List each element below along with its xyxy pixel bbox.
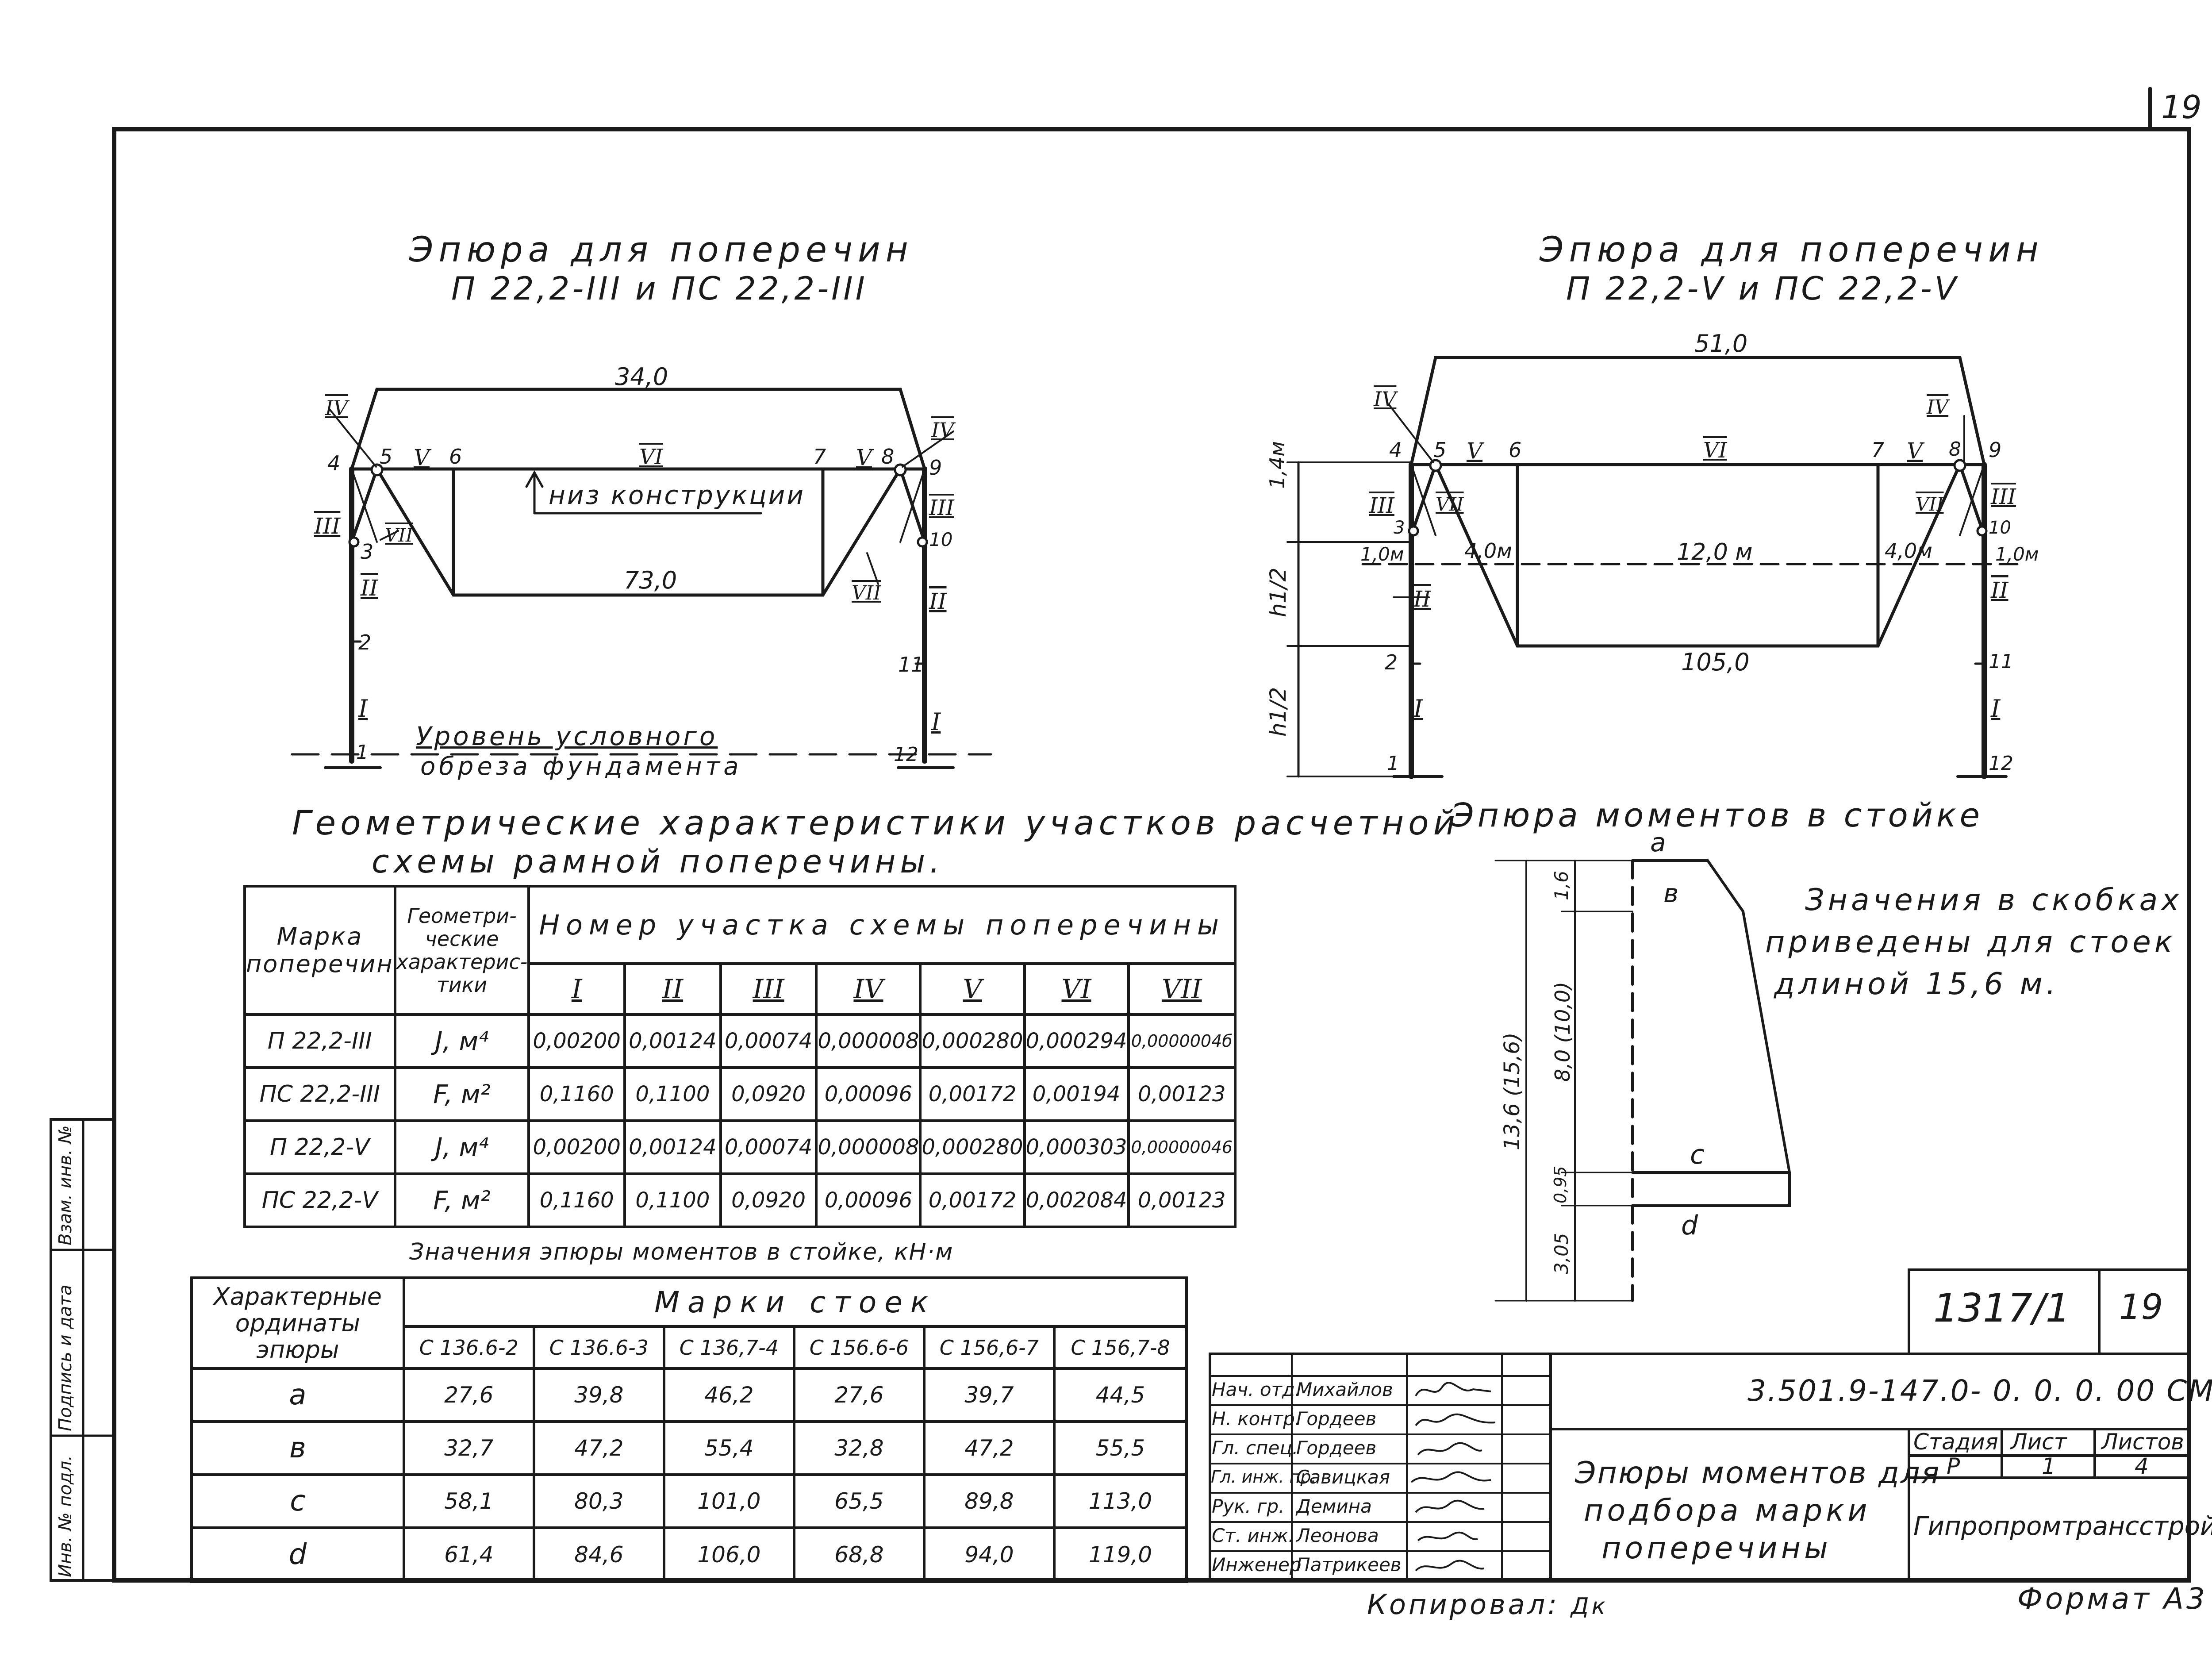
table-row: в 32,7 47,2 55,4 32,8 47,2 55,5 — [190, 1420, 1188, 1476]
table-row: d 61,4 84,6 106,0 68,8 94,0 119,0 — [190, 1526, 1188, 1583]
sheet-header: Лист — [2011, 1429, 2067, 1455]
signatures — [1410, 1382, 1496, 1572]
stand-moment-title: Эпюра моментов в стойке — [1451, 796, 1984, 834]
stand-dim-136: 13,6 (15,6) — [1500, 1032, 1525, 1150]
moment-header-marks: Марки стоек — [402, 1276, 1188, 1328]
left-top-value: 34,0 — [615, 363, 668, 391]
stage-header: Стадия — [1913, 1429, 1998, 1455]
stand-label-b: в — [1663, 878, 1679, 908]
right-right-offset: 1,0м — [1995, 543, 2039, 565]
stamp-row-lines — [1210, 1404, 1551, 1552]
title-block-lines — [1209, 1268, 2190, 1582]
stand-moment-diagram — [1494, 859, 1791, 1302]
ground-label-2: обреза фундамента — [420, 752, 742, 781]
document-code: 3.501.9-147.0- 0. 0. 0. 00 СМ7 — [1747, 1374, 2212, 1408]
left-bottom-label: низ конструкции — [549, 480, 806, 510]
right-diagram-title-1: Эпюра для поперечин — [1540, 230, 2044, 270]
right-left-span: 4,0м — [1464, 539, 1512, 563]
organization: Гипропромтрансстрой — [1913, 1511, 2212, 1541]
stage-value: Р — [1947, 1453, 1960, 1479]
format-label: Формат А3 — [2017, 1582, 2208, 1616]
person-row: Нач. отд. Михайлов — [1212, 1379, 1393, 1400]
right-dim-h2: h1/2 — [1265, 687, 1291, 737]
section-col-5: V — [919, 962, 1026, 1016]
geom-header-mark: Марка поперечин — [243, 885, 396, 1016]
moment-table-title: Значения эпюры моментов в стойке, кН·м — [409, 1239, 954, 1265]
person-row: Н. контр. Гордеев — [1212, 1408, 1377, 1430]
person-row: Гл. спец. Гордеев — [1212, 1437, 1377, 1459]
geometry-table: Марка поперечин Геометри-ческие характер… — [243, 885, 1237, 1228]
person-row: Рук. гр. Демина — [1212, 1495, 1372, 1517]
right-frame-diagram — [1286, 356, 2019, 779]
stand-dim-095: 0,95 — [1551, 1166, 1570, 1203]
left-diagram-title-1: Эпюра для поперечин — [409, 230, 914, 270]
geom-table-title-1: Геометрические характеристики участков р… — [292, 803, 1460, 842]
section-col-3: III — [719, 962, 818, 1016]
stand-label-a: a — [1650, 827, 1666, 857]
album-code: 1317/1 — [1933, 1285, 2070, 1331]
stand-dim-305: 3,05 — [1551, 1233, 1572, 1274]
ground-label-1: Уровень условного — [416, 721, 718, 751]
right-bottom-value: 105,0 — [1681, 648, 1750, 676]
table-row: c 58,1 80,3 101,0 65,5 89,8 113,0 — [190, 1473, 1188, 1529]
stand-note-3: длиной 15,6 м. — [1774, 967, 2059, 1002]
stamp-title-1: Эпюры моментов для — [1575, 1456, 1941, 1491]
geom-header-section: Номер участка схемы поперечины — [527, 885, 1237, 965]
table-row: ПС 22,2-III F, м² 0,1160 0,1100 0,0920 0… — [243, 1066, 1237, 1122]
right-dim-h1: h1/2 — [1265, 567, 1291, 617]
stamp-people: Нач. отд. Михайлов Н. контр. Гордеев Гл.… — [1210, 1376, 1551, 1580]
sheets-header: Листов — [2101, 1429, 2184, 1455]
table-row: a 27,6 39,8 46,2 27,6 39,7 44,5 — [190, 1367, 1188, 1423]
side-inv-orig: Инв. № подл. — [55, 1455, 76, 1577]
section-col-7: VII — [1127, 962, 1237, 1016]
right-dim-14: 1,4м — [1265, 441, 1289, 489]
section-col-6: VI — [1023, 962, 1130, 1016]
section-col-1: I — [527, 962, 626, 1016]
stand-dim-16: 1,6 — [1551, 871, 1572, 900]
page-number: 19 — [2161, 88, 2202, 126]
side-sign-date: Подпись и дата — [55, 1284, 76, 1431]
stand-label-d: d — [1681, 1210, 1698, 1241]
table-row: П 22,2-III J, м⁴ 0,00200 0,00124 0,00074… — [243, 1013, 1237, 1069]
side-inv-repl: Взам. инв. № — [55, 1125, 76, 1245]
moment-table: Характерные ординаты эпюры Марки стоек С… — [190, 1276, 1188, 1583]
left-bottom-value: 73,0 — [624, 566, 677, 594]
moment-header-ord: Характерные ординаты эпюры — [190, 1276, 405, 1370]
table-row: ПС 22,2-V F, м² 0,1160 0,1100 0,0920 0,0… — [243, 1172, 1237, 1228]
stand-note-2: приведены для стоек — [1765, 925, 2176, 960]
stamp-title-3: поперечины — [1601, 1531, 1832, 1566]
person-row: Инженер Патрикеев — [1212, 1554, 1402, 1576]
left-diagram-title-2: П 22,2-III и ПС 22,2-III — [451, 270, 868, 307]
right-mid-span: 12,0 м — [1677, 539, 1753, 565]
person-row: Гл. инж. пр. Савицкая — [1211, 1466, 1390, 1488]
section-col-4: IV — [815, 962, 922, 1016]
stamp-title-2: подбора марки — [1584, 1493, 1871, 1528]
right-diagram-title-2: П 22,2-V и ПС 22,2-V — [1566, 270, 1959, 307]
right-left-offset: 1,0м — [1360, 543, 1404, 565]
right-top-value: 51,0 — [1694, 330, 1748, 357]
left-frame-diagram — [291, 388, 992, 769]
stand-label-c: c — [1690, 1139, 1705, 1170]
right-right-span: 4,0м — [1885, 539, 1932, 563]
copied-label: Копировал: Дк — [1367, 1588, 1608, 1621]
sheet-value: 1 — [2042, 1453, 2056, 1479]
stand-note-1: Значения в скобках — [1805, 883, 2183, 918]
copied-signature: Дк — [1571, 1593, 1608, 1620]
table-row: П 22,2-V J, м⁴ 0,00200 0,00124 0,00074 0… — [243, 1119, 1237, 1175]
geom-header-char: Геометри-ческие характерис-тики — [393, 885, 530, 1016]
sheets-value: 4 — [2135, 1453, 2149, 1479]
stand-dim-80: 8,0 (10,0) — [1551, 981, 1575, 1082]
geom-table-title-2: схемы рамной поперечины. — [372, 843, 945, 880]
section-col-2: II — [623, 962, 722, 1016]
album-sheet: 19 — [2119, 1287, 2163, 1327]
person-row: Ст. инж. Леонова — [1212, 1525, 1379, 1546]
